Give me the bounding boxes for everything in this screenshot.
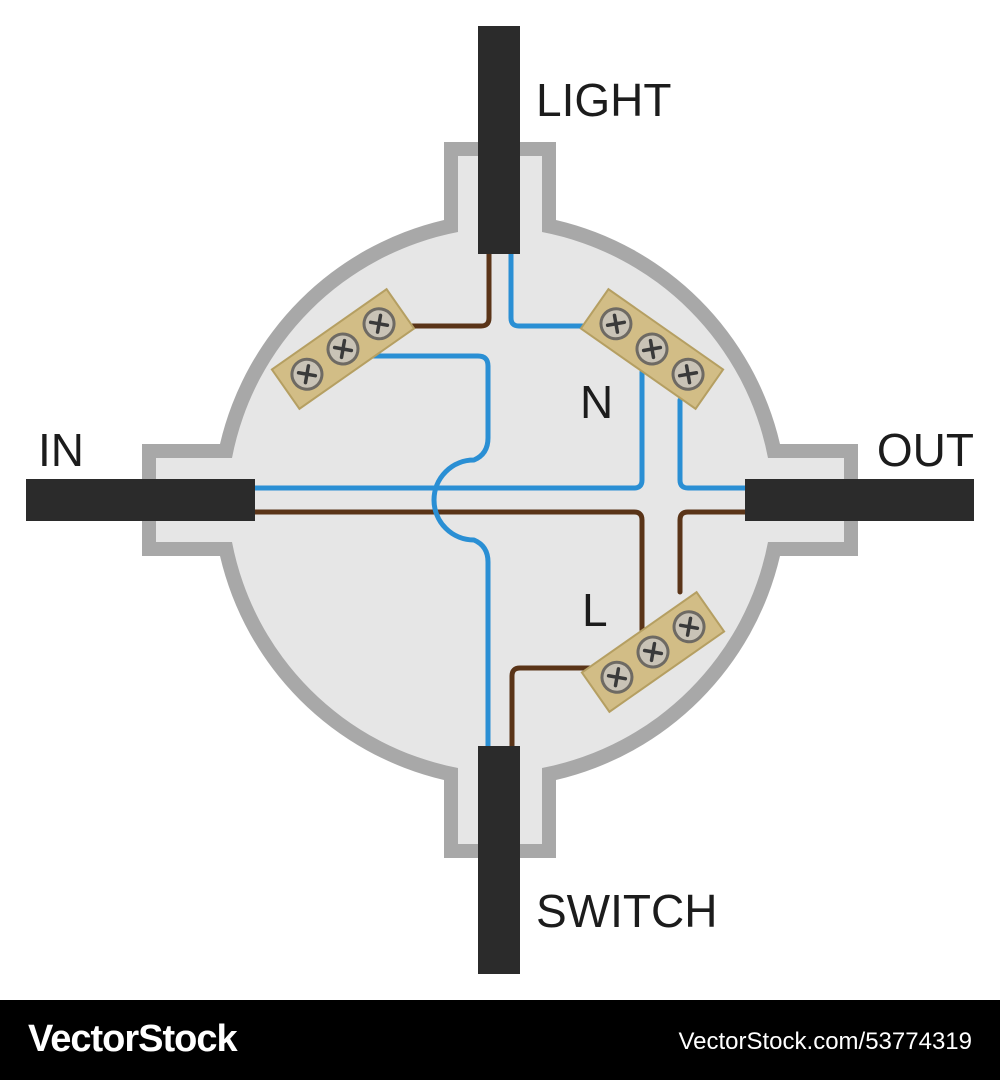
screw-icon xyxy=(671,357,705,391)
switch-neutral-wire xyxy=(369,353,491,749)
screw-icon xyxy=(635,332,669,366)
watermark-footer: VectorStock VectorStock.com/53774319 xyxy=(0,1000,1000,1080)
junction-box-interior xyxy=(156,156,844,844)
label-switch: SWITCH xyxy=(536,885,717,937)
screw-icon xyxy=(672,610,706,644)
out-neutral-wire xyxy=(677,397,748,491)
terminal-block-live xyxy=(580,590,726,714)
screw-icon xyxy=(636,635,670,669)
light-live-wire xyxy=(389,251,492,329)
label-live: L xyxy=(582,584,608,636)
light-neutral-wire xyxy=(508,251,605,329)
live-wires xyxy=(252,251,748,749)
cables xyxy=(26,26,974,974)
label-in: IN xyxy=(38,424,84,476)
footer-brand: VectorStock xyxy=(28,1018,238,1060)
out-live-wire xyxy=(677,509,748,595)
label-out: OUT xyxy=(877,424,974,476)
out-cable xyxy=(745,479,974,521)
terminal-block-left xyxy=(270,287,416,411)
screw-icon xyxy=(599,307,633,341)
screw-icon xyxy=(326,332,360,366)
switch-live-wire xyxy=(509,665,615,749)
screw-icon xyxy=(290,357,324,391)
junction-box xyxy=(142,142,858,858)
in-live-wire xyxy=(252,509,645,633)
neutral-wires xyxy=(252,251,748,749)
label-light: LIGHT xyxy=(536,74,671,126)
light-cable xyxy=(478,26,520,254)
switch-cable xyxy=(478,746,520,974)
label-neutral: N xyxy=(580,376,613,428)
junction-box-diagram: LIGHT IN OUT SWITCH N L xyxy=(26,26,974,974)
terminal-block-neutral xyxy=(579,287,725,411)
footer-reference: VectorStock.com/53774319 xyxy=(678,1028,972,1055)
screw-icon xyxy=(362,307,396,341)
in-cable xyxy=(26,479,255,521)
in-neutral-wire xyxy=(252,369,645,491)
screw-icon xyxy=(600,660,634,694)
